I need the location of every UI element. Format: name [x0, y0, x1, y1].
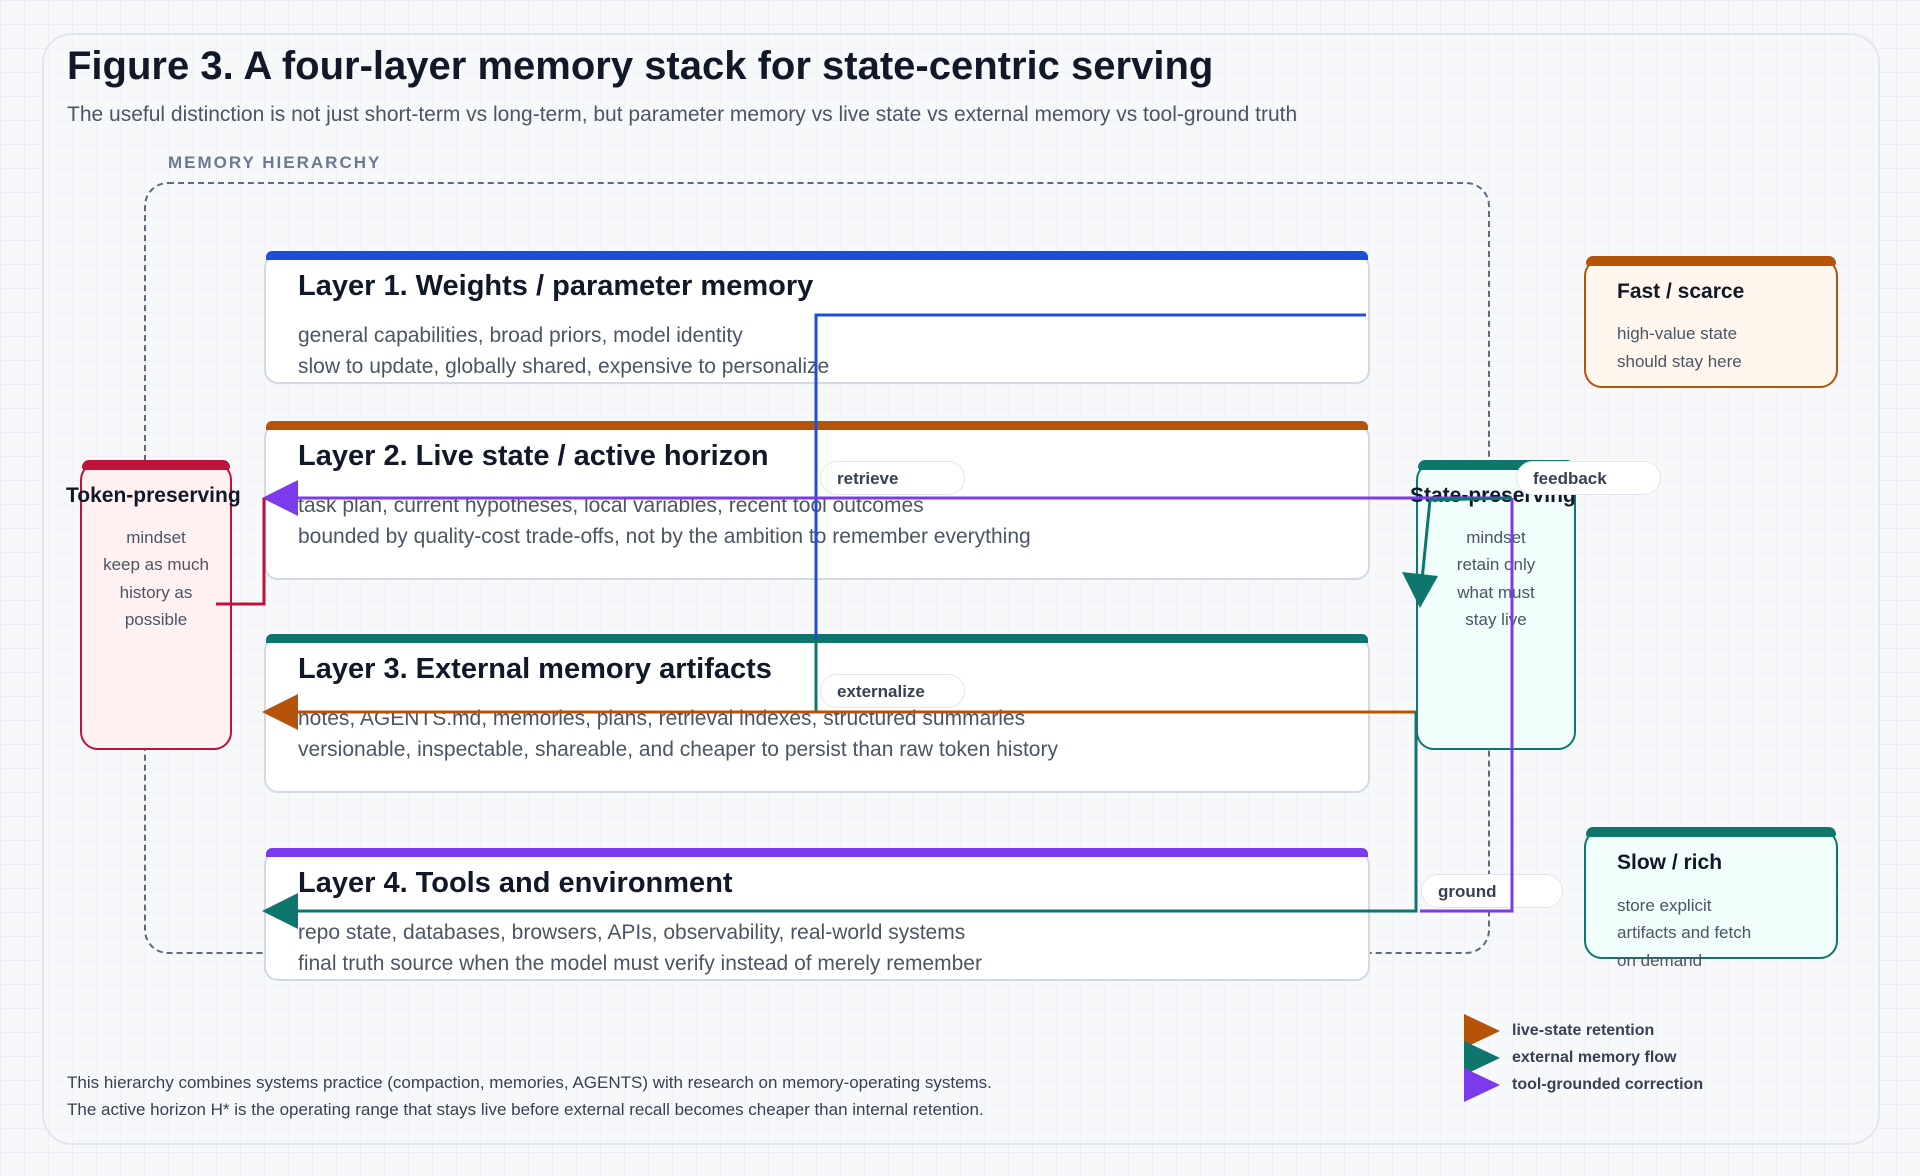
footnote-1: This hierarchy combines systems practice…: [67, 1073, 992, 1092]
fast-scarce-title: Fast / scarce: [1617, 280, 1745, 303]
ground-label: ground: [1421, 874, 1563, 908]
token-preserving-line-2: keep as much: [103, 555, 209, 574]
layer-1-line-2: slow to update, globally shared, expensi…: [298, 355, 830, 378]
fast-scarce-cap: [1586, 256, 1836, 266]
token-preserving-box: [80, 460, 232, 750]
slow-rich-title: Slow / rich: [1617, 851, 1723, 874]
feedback-label: feedback: [1516, 461, 1661, 495]
layer-4-line-1: repo state, databases, browsers, APIs, o…: [298, 921, 966, 944]
layer-2-title: Layer 2. Live state / active horizon: [298, 440, 769, 472]
slow-rich-line-1: store explicit: [1617, 896, 1712, 915]
layer-3-line-2: versionable, inspectable, shareable, and…: [298, 738, 1058, 761]
token-preserving-line-3: history as: [119, 583, 193, 602]
slow-rich-line-3: on demand: [1617, 951, 1703, 970]
legend-tool-grounded-marker: [1464, 1068, 1500, 1102]
figure-title: Figure 3. A four-layer memory stack for …: [67, 44, 1214, 88]
legend-external-memory-label: external memory flow: [1512, 1049, 1677, 1066]
token-preserving-cap: [82, 460, 230, 470]
fast-scarce-line-2: should stay here: [1617, 352, 1742, 371]
layer-4-card: Layer 4. Tools and environment repo stat…: [264, 848, 1370, 981]
token-preserving-title: Token-preserving: [66, 484, 241, 507]
state-feedback-arrowhead: [1402, 572, 1438, 608]
layer-4-accent-bar: [266, 848, 1368, 857]
retrieve-label: retrieve: [820, 461, 965, 495]
ground-arrow-line: [290, 712, 1418, 913]
feedback-arrow-line: [1420, 498, 1514, 913]
state-feedback-line: [1420, 496, 1513, 581]
fast-scarce-line-1: high-value state: [1617, 324, 1738, 343]
layer-3-title: Layer 3. External memory artifacts: [298, 653, 772, 685]
layer-3-card: Layer 3. External memory artifacts notes…: [264, 634, 1370, 793]
layer-1-line-1: general capabilities, broad priors, mode…: [298, 324, 743, 347]
token-preserving-line-4: possible: [124, 610, 188, 629]
layer-2-line-2: bounded by quality-cost trade-offs, not …: [298, 525, 1031, 548]
layer-2-line-1: task plan, current hypotheses, local var…: [298, 494, 924, 517]
legend-live-state-label: live-state retention: [1512, 1022, 1655, 1039]
memory-hierarchy-label: MEMORY HIERARCHY: [168, 153, 382, 172]
parameter-memory-connector: [814, 313, 1366, 640]
state-preserving-line-2: retain only: [1456, 555, 1536, 574]
footnote-2: The active horizon H* is the operating r…: [67, 1100, 984, 1119]
slow-rich-cap: [1586, 827, 1836, 837]
state-preserving-cap: [1418, 460, 1574, 470]
state-preserving-line-3: what must: [1457, 583, 1535, 602]
layer-4-title: Layer 4. Tools and environment: [298, 867, 733, 899]
fast-scarce-box: [1584, 256, 1838, 388]
figure-subtitle: The useful distinction is not just short…: [67, 103, 1298, 126]
slow-rich-line-2: artifacts and fetch: [1617, 923, 1752, 942]
token-preserving-connector: [216, 498, 266, 606]
layer-1-title: Layer 1. Weights / parameter memory: [298, 270, 814, 302]
externalize-label: externalize: [820, 674, 965, 708]
state-preserving-box: [1416, 460, 1576, 750]
token-preserving-line-1: mindset: [126, 528, 186, 547]
feedback-arrowhead: [262, 480, 298, 516]
slow-rich-box: [1584, 827, 1838, 959]
legend-tool-grounded-label: tool-grounded correction: [1512, 1076, 1704, 1093]
layer-4-line-2: final truth source when the model must v…: [298, 952, 982, 975]
ground-arrowhead: [262, 893, 298, 929]
layer-1-accent-bar: [266, 251, 1368, 260]
externalize-arrowhead: [262, 694, 298, 730]
